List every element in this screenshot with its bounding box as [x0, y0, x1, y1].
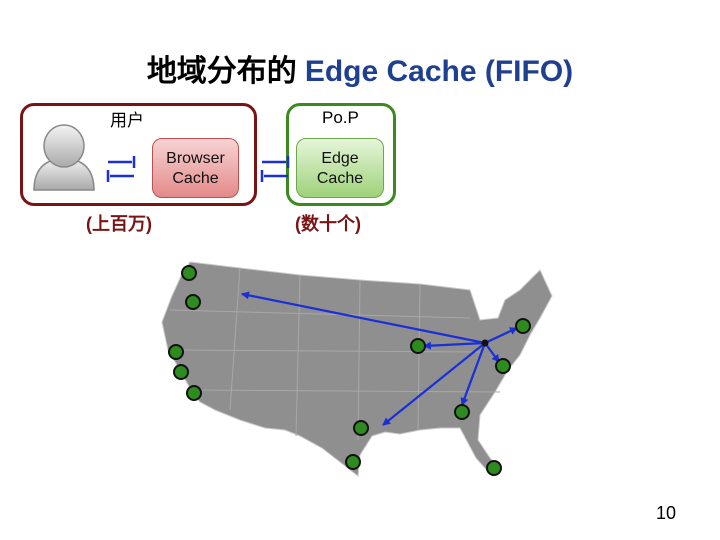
pop-nodes [168, 265, 531, 476]
browser-cache-box: Browser Cache [152, 138, 239, 198]
page-number: 10 [655, 503, 676, 523]
pop-node [186, 385, 202, 401]
pop-node [495, 358, 511, 374]
browser-edge-arrows-icon [260, 156, 290, 182]
edge-cache-line1: Edge [321, 150, 359, 167]
pop-node [410, 338, 426, 354]
user-box [20, 103, 257, 206]
pop-label: Po.P [322, 108, 359, 127]
title-accent: Edge Cache (FIFO) [304, 55, 574, 88]
pop-node [181, 265, 197, 281]
browser-cache-line2: Cache [172, 170, 219, 187]
user-label: 用户 [110, 111, 144, 130]
pop-node [185, 294, 201, 310]
title-main: 地域分布的 [146, 55, 297, 88]
pop-node [353, 420, 369, 436]
pop-node [515, 318, 531, 334]
browser-cache-line1: Browser [166, 150, 225, 167]
pop-node [486, 460, 502, 476]
pop-node [454, 404, 470, 420]
pop-node [345, 454, 361, 470]
user-count-label: (上百万) [86, 214, 152, 234]
pop-node [168, 344, 184, 360]
hub-node [481, 339, 489, 347]
user-browser-arrows-icon [106, 156, 136, 182]
pop-node [173, 364, 189, 380]
pop-count-label: (数十个) [295, 214, 361, 234]
us-map [161, 261, 553, 477]
distribution-arrows [241, 291, 518, 426]
edge-cache-box: Edge Cache [296, 138, 384, 198]
pop-box [286, 103, 396, 206]
user-avatar-icon [33, 124, 95, 191]
edge-cache-line2: Cache [316, 170, 364, 187]
